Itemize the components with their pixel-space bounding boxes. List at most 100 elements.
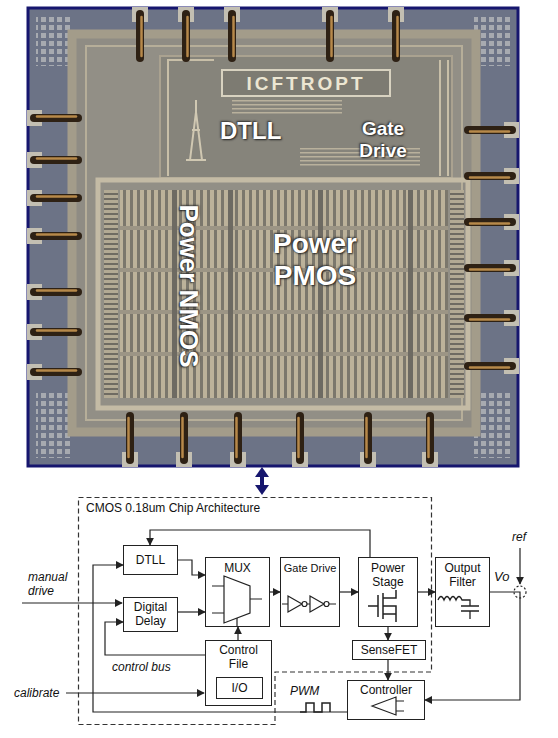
bond-wire [132, 7, 148, 58]
signal-name: calibrate [14, 686, 59, 700]
bond-wire [27, 324, 78, 340]
bond-wire [360, 416, 376, 467]
signal-name: PWM [290, 684, 319, 698]
bond-wire [27, 364, 78, 380]
comb-fingers [450, 190, 464, 398]
signal-connector [387, 660, 388, 680]
bond-wire [292, 416, 308, 467]
bond-wire [388, 7, 404, 58]
signal-name: ref [512, 530, 526, 544]
filter-box: Output Filter [435, 557, 490, 627]
region-label: Gate Drive [350, 118, 416, 162]
signal-connector [340, 591, 358, 592]
power-stage-box: Power Stage [358, 557, 418, 627]
array-divider [318, 190, 323, 398]
box-label: DTLL [125, 553, 176, 567]
routing [232, 100, 342, 116]
comparator-symbol [372, 697, 396, 715]
signal-connector [93, 565, 347, 712]
bond-wire [468, 122, 519, 138]
bond-wire [224, 7, 240, 58]
chip-outline-path [79, 498, 432, 725]
summing-junction [514, 586, 526, 598]
bond-wire [122, 416, 138, 467]
buffer-leads [282, 603, 336, 604]
mosfet-symbol [368, 590, 396, 622]
chip-logo: ICFTROPT [222, 72, 390, 95]
bond-wire [27, 152, 78, 168]
inverter-bubble [302, 602, 307, 607]
mux-symbol [224, 576, 250, 623]
logic-area [160, 56, 452, 178]
seal-ring [72, 34, 476, 432]
controller-box: Controller [347, 680, 425, 720]
mux-leads [212, 586, 262, 626]
bond-wire [422, 416, 438, 467]
pad-grid [36, 16, 72, 66]
bond-wire [468, 214, 519, 230]
bus-name: control bus [112, 660, 171, 674]
signal-connector [105, 622, 205, 655]
signal-connector [178, 611, 205, 612]
manual-drive-arrow [22, 602, 122, 603]
box-label: Digital Delay [125, 600, 176, 628]
array-band [120, 352, 448, 356]
bond-wire [27, 284, 78, 300]
bond-wire [178, 7, 194, 58]
bond-wire [27, 110, 78, 126]
signal-connector [387, 627, 388, 640]
box-label: MUX [207, 561, 268, 575]
process-box: Digital Delay [123, 597, 178, 632]
link-arrow-shaft [260, 476, 264, 486]
io-box: I/O [216, 677, 263, 699]
mux-box: MUX [205, 557, 270, 627]
bond-wire [468, 310, 519, 326]
signal-name: Vo [494, 569, 509, 585]
ref-arrow [519, 548, 520, 584]
die-core [86, 46, 462, 420]
signal-connector [237, 627, 238, 640]
bond-wire [27, 190, 78, 206]
bond-wire [468, 358, 519, 374]
bond-wire [468, 168, 519, 184]
region-label: Power NMOS [172, 186, 204, 386]
register-box: Control FileI/O [205, 640, 272, 706]
photo-frame [28, 8, 518, 466]
calibrate-arrow [66, 692, 204, 693]
signal-connector [178, 560, 205, 575]
box-label: Control File [214, 643, 263, 671]
box-label: I/O [218, 681, 261, 695]
box-label: SenseFET [354, 643, 424, 657]
pad-grid [36, 392, 72, 458]
chip-title: CMOS 0.18um Chip Architecture [86, 501, 260, 515]
tree-structure [186, 100, 206, 160]
region-label: DTLL [220, 116, 281, 145]
driver-box: Gate Drive [280, 557, 340, 627]
lc-filter-symbol [438, 597, 479, 620]
array-divider [228, 190, 233, 398]
box-label: Output Filter [437, 561, 488, 589]
array-band [120, 310, 448, 314]
comparator-leads [396, 701, 404, 711]
buffer-symbol [310, 596, 324, 612]
array-divider [408, 190, 413, 398]
link-arrow-head [255, 485, 269, 495]
supply-rail [168, 60, 448, 176]
signal-connector [425, 592, 520, 700]
region-label: Power PMOS [255, 228, 375, 292]
bond-wire [322, 7, 338, 58]
power-array [120, 190, 448, 398]
comb-fingers [104, 190, 118, 398]
sensor-box: SenseFET [352, 640, 426, 660]
process-box: DTLL [123, 545, 178, 575]
box-label: Gate Drive [282, 561, 338, 575]
power-ring [98, 180, 468, 408]
box-label: Power Stage [360, 561, 416, 589]
signal-name: manual drive [28, 570, 80, 598]
box-label: Controller [349, 683, 423, 697]
buffer-symbol [288, 596, 302, 612]
